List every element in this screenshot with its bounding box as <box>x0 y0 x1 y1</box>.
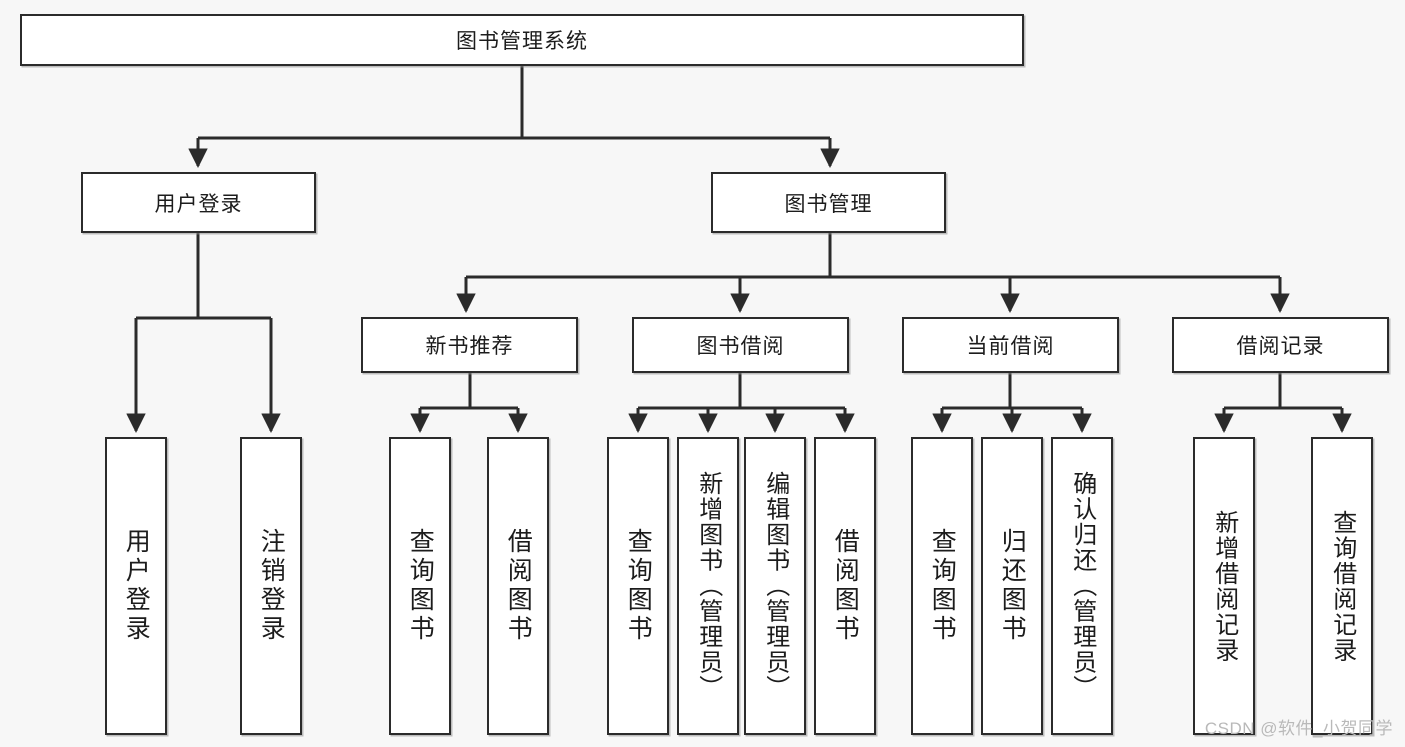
node-user-login[interactable]: 用户登录 <box>81 172 316 233</box>
leaf-query-book-recommend[interactable]: 查询图书 <box>389 437 451 735</box>
node-book-management[interactable]: 图书管理 <box>711 172 946 233</box>
leaf-query-book-borrow[interactable]: 查询图书 <box>607 437 669 735</box>
leaf-query-book-current[interactable]: 查询图书 <box>911 437 973 735</box>
leaf-query-borrow-record-label: 查询借阅记录 <box>1328 509 1356 663</box>
leaf-add-borrow-record-label: 新增借阅记录 <box>1210 509 1238 663</box>
node-current-borrow[interactable]: 当前借阅 <box>902 317 1119 373</box>
node-current-borrow-label: 当前借阅 <box>966 335 1055 358</box>
leaf-borrow-book-label: 借阅图书 <box>831 528 860 644</box>
leaf-query-book-borrow-label: 查询图书 <box>624 528 653 644</box>
leaf-user-login-label: 用户登录 <box>122 528 151 644</box>
leaf-return-book[interactable]: 归还图书 <box>981 437 1043 735</box>
node-new-book-recommend-label: 新书推荐 <box>425 335 514 358</box>
node-book-management-label: 图书管理 <box>784 192 873 216</box>
node-user-login-label: 用户登录 <box>154 192 243 216</box>
leaf-borrow-book[interactable]: 借阅图书 <box>814 437 876 735</box>
node-root[interactable]: 图书管理系统 <box>20 14 1024 66</box>
leaf-return-book-label: 归还图书 <box>998 528 1027 644</box>
leaf-borrow-book-recommend[interactable]: 借阅图书 <box>487 437 549 735</box>
node-book-borrow[interactable]: 图书借阅 <box>632 317 849 373</box>
leaf-logout[interactable]: 注销登录 <box>240 437 302 735</box>
leaf-edit-book-admin[interactable]: 编辑图书（管理员） <box>744 437 806 735</box>
leaf-borrow-book-recommend-label: 借阅图书 <box>504 528 533 644</box>
leaf-query-book-current-label: 查询图书 <box>928 528 957 644</box>
leaf-confirm-return-admin-label: 确认归还（管理员） <box>1068 471 1096 701</box>
leaf-add-borrow-record[interactable]: 新增借阅记录 <box>1193 437 1255 735</box>
leaf-edit-book-admin-label: 编辑图书（管理员） <box>761 471 789 701</box>
leaf-logout-label: 注销登录 <box>257 528 286 644</box>
node-borrow-record[interactable]: 借阅记录 <box>1172 317 1389 373</box>
node-book-borrow-label: 图书借阅 <box>696 335 785 358</box>
leaf-add-book-admin[interactable]: 新增图书（管理员） <box>677 437 739 735</box>
leaf-query-book-recommend-label: 查询图书 <box>406 528 435 644</box>
leaf-confirm-return-admin[interactable]: 确认归还（管理员） <box>1051 437 1113 735</box>
leaf-add-book-admin-label: 新增图书（管理员） <box>694 471 722 701</box>
leaf-query-borrow-record[interactable]: 查询借阅记录 <box>1311 437 1373 735</box>
node-borrow-record-label: 借阅记录 <box>1236 335 1325 358</box>
leaf-user-login[interactable]: 用户登录 <box>105 437 167 735</box>
watermark: CSDN @软件_小贺同学 <box>1204 719 1393 738</box>
node-root-label: 图书管理系统 <box>456 30 588 53</box>
node-new-book-recommend[interactable]: 新书推荐 <box>361 317 578 373</box>
